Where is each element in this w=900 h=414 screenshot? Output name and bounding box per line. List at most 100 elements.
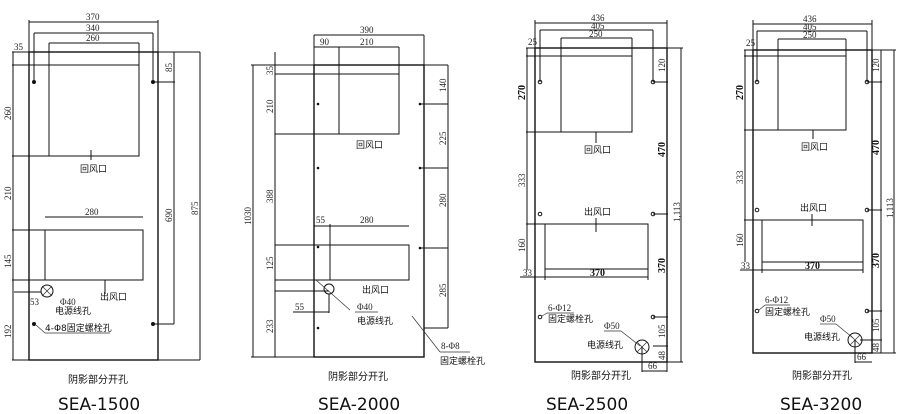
return-air-label: 回风口	[584, 145, 611, 156]
dim-right-bottom: 105	[657, 324, 667, 338]
dim-return-width: 250	[803, 30, 817, 40]
drawing-sea-2500: 436 405 250 25 回风口 270 333 160 120 470	[517, 13, 683, 414]
power-cable-hole	[40, 284, 54, 298]
model-title: SEA-1500	[58, 395, 140, 414]
dim-right-bottom: 105	[871, 318, 881, 332]
bolt-hole	[754, 207, 760, 213]
dim-left-gap: 210	[3, 186, 13, 200]
bolt-hole	[316, 326, 320, 330]
power-cable-hole	[323, 283, 335, 295]
bolt-hole	[537, 79, 543, 85]
dim-hole-span: 340	[86, 23, 100, 33]
dim-power-offset: 53	[30, 297, 40, 307]
dim-total-height: 1,113	[885, 198, 895, 218]
dim-supply-height: 145	[3, 254, 13, 268]
supply-air-label: 出风口	[362, 284, 389, 296]
dim-hole-pitch: 690	[164, 208, 174, 222]
dim-gap: 333	[735, 170, 745, 184]
return-air-opening	[560, 55, 633, 133]
dim-right-2: 225	[438, 131, 448, 145]
supply-air-opening	[761, 219, 864, 263]
return-air-label: 回风口	[356, 140, 383, 151]
dim-power-offset: 66	[648, 361, 658, 371]
bolt-hole-label: 固定螺栓孔	[765, 306, 810, 318]
bolt-hole	[316, 166, 320, 170]
return-air-opening	[777, 55, 847, 131]
supply-air-opening	[329, 244, 410, 281]
dim-right-top: 120	[871, 58, 881, 72]
power-hole-label: 电源线孔	[357, 315, 393, 327]
dim-top-offset: 35	[265, 66, 275, 76]
dim-top-offset: 25	[528, 37, 538, 47]
bolt-count: 6-Φ12	[765, 295, 788, 305]
dim-right-top: 120	[657, 58, 667, 72]
dim-return-width: 260	[86, 33, 100, 43]
bolt-hole	[537, 314, 543, 320]
caption-shaded-opening: 阴影部分开孔	[328, 370, 388, 383]
dim-supply-width: 370	[805, 261, 820, 272]
dim-return-height: 270	[517, 85, 528, 100]
caption-shaded-opening: 阴影部分开孔	[68, 373, 128, 386]
return-air-opening	[338, 73, 400, 135]
dim-left-return-h: 260	[3, 106, 13, 120]
bolt-hole-label: 固定螺栓孔	[548, 313, 593, 325]
dim-hole-span: 405	[591, 21, 605, 31]
bolt-hole	[316, 102, 320, 106]
dim-left-offset: 90	[320, 37, 330, 47]
dim-gap: 333	[517, 173, 527, 187]
power-hole-diameter: Φ50	[820, 314, 836, 324]
bolt-hole-note: 4-Φ8固定螺栓孔	[45, 322, 112, 334]
dim-supply-height: 125	[265, 256, 275, 270]
dim-power-offset: 55	[295, 302, 305, 312]
dim-top-width: 390	[360, 25, 374, 35]
caption-shaded-opening: 阴影部分开孔	[792, 369, 852, 382]
dim-total-height: 1,113	[672, 202, 682, 222]
return-air-label: 回风口	[801, 142, 828, 153]
return-air-label: 回风口	[80, 164, 107, 175]
dim-hole-span: 405	[803, 22, 817, 32]
dim-right-base: 48	[657, 351, 667, 361]
dim-supply-left: 55	[316, 215, 326, 225]
dim-gap: 388	[265, 189, 275, 203]
power-hole-label: 电源线孔	[587, 339, 623, 351]
dim-power-offset: 66	[857, 352, 867, 362]
power-hole-label: 电源线孔	[55, 305, 91, 317]
dim-supply-height: 160	[735, 233, 745, 247]
model-title: SEA-2000	[318, 395, 400, 414]
supply-air-label: 出风口	[584, 206, 611, 218]
drawing-sea-1500: 370 340 260 35 回风口 85 690 875 260 210 14	[3, 12, 201, 414]
dim-right-1: 140	[438, 78, 448, 92]
dim-top-offset: 25	[746, 38, 756, 48]
dim-right-3: 280	[438, 193, 448, 207]
dim-right-low: 370	[871, 253, 882, 268]
dim-return-width: 210	[360, 37, 374, 47]
bolt-hole	[32, 80, 36, 84]
dim-right-4: 285	[438, 283, 448, 297]
supply-air-opening	[544, 223, 649, 270]
bolt-hole	[754, 79, 760, 85]
panel-outline	[313, 64, 425, 358]
dim-supply-width: 280	[85, 207, 99, 217]
dim-total-height: 875	[190, 201, 200, 215]
dim-return-height: 210	[265, 99, 275, 113]
dim-top-width: 436	[591, 13, 605, 23]
dim-return-height: 270	[735, 85, 746, 100]
bolt-hole-label: 固定螺栓孔	[440, 355, 485, 367]
dim-right-mid: 470	[871, 140, 882, 155]
dim-top-width: 370	[86, 12, 100, 22]
supply-air-label: 出风口	[100, 291, 127, 303]
dim-right-low: 370	[657, 258, 668, 273]
dim-top-width: 436	[803, 14, 817, 24]
power-hole-label: 电源线孔	[804, 331, 840, 343]
caption-shaded-opening: 阴影部分开孔	[571, 369, 631, 382]
return-air-opening	[48, 64, 140, 157]
drawing-sea-2000: 390 90 210 回风口 1030 35 210 388 125 233	[243, 25, 485, 414]
supply-air-label: 出风口	[800, 202, 827, 214]
dim-bottom: 233	[265, 319, 275, 333]
dim-right-top: 85	[164, 63, 174, 73]
power-hole-diameter: Φ50	[604, 321, 620, 331]
dim-return-width: 250	[589, 29, 603, 39]
model-title: SEA-2500	[546, 395, 628, 414]
dim-supply-left: 33	[741, 261, 751, 271]
